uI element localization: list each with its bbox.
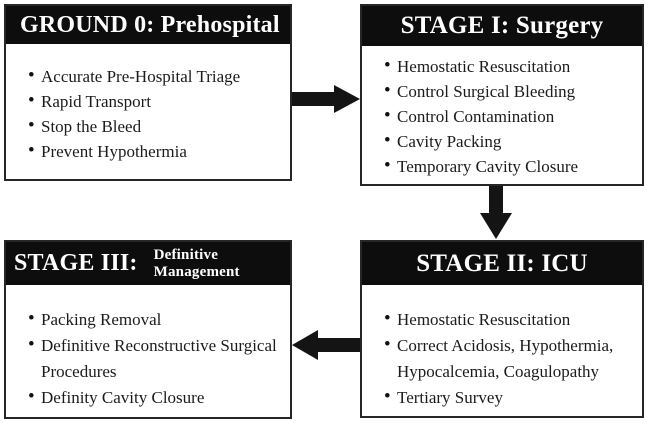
list-item: Definity Cavity Closure xyxy=(28,384,284,411)
arrow-left-icon xyxy=(292,330,318,360)
list-item: Packing Removal xyxy=(28,306,284,333)
box-stage3: STAGE III: Definitive Management Packing… xyxy=(4,240,292,419)
list-item: Accurate Pre-Hospital Triage xyxy=(28,63,284,89)
box-stage3-list: Packing Removal Definitive Reconstructiv… xyxy=(12,306,284,411)
arrow-left-shaft xyxy=(318,338,360,352)
box-stage2: STAGE II: ICU Hemostatic Resuscitation C… xyxy=(360,240,644,418)
arrow-right-icon xyxy=(334,85,360,113)
list-item: Rapid Transport xyxy=(28,88,284,114)
list-item: Prevent Hypothermia xyxy=(28,138,284,164)
list-item: Stop the Bleed xyxy=(28,113,284,139)
arrow-right-shaft xyxy=(292,92,334,106)
box-stage1: STAGE I: Surgery Hemostatic Resuscitatio… xyxy=(360,4,644,186)
list-item: Cavity Packing xyxy=(384,128,636,154)
list-item: Hemostatic Resuscitation xyxy=(384,306,636,333)
box-stage3-body: Packing Removal Definitive Reconstructiv… xyxy=(6,285,290,411)
list-item: Definitive Reconstructive Surgical Proce… xyxy=(28,332,284,385)
box-ground0-header: GROUND 0: Prehospital xyxy=(6,6,290,44)
box-stage3-header: STAGE III: Definitive Management xyxy=(6,242,290,285)
box-stage3-title: STAGE III: xyxy=(14,250,138,276)
box-ground0-body: Accurate Pre-Hospital Triage Rapid Trans… xyxy=(6,44,290,164)
box-stage2-header: STAGE II: ICU xyxy=(362,242,642,285)
list-item: Correct Acidosis, Hypothermia, Hypocalce… xyxy=(384,332,636,385)
arrow-down-icon xyxy=(480,213,512,239)
box-ground0-list: Accurate Pre-Hospital Triage Rapid Trans… xyxy=(12,63,284,164)
box-stage1-body: Hemostatic Resuscitation Control Surgica… xyxy=(362,46,642,179)
arrow-down-shaft xyxy=(489,186,503,213)
box-stage2-body: Hemostatic Resuscitation Correct Acidosi… xyxy=(362,285,642,411)
list-item: Control Contamination xyxy=(384,103,636,129)
box-stage1-header: STAGE I: Surgery xyxy=(362,6,642,46)
box-stage1-list: Hemostatic Resuscitation Control Surgica… xyxy=(368,53,636,179)
list-item: Control Surgical Bleeding xyxy=(384,78,636,104)
list-item: Tertiary Survey xyxy=(384,384,636,411)
box-stage3-subtitle: Definitive Management xyxy=(153,246,240,280)
box-ground0: GROUND 0: Prehospital Accurate Pre-Hospi… xyxy=(4,4,292,181)
box-stage2-list: Hemostatic Resuscitation Correct Acidosi… xyxy=(368,306,636,411)
list-item: Hemostatic Resuscitation xyxy=(384,53,636,79)
list-item: Temporary Cavity Closure xyxy=(384,153,636,179)
